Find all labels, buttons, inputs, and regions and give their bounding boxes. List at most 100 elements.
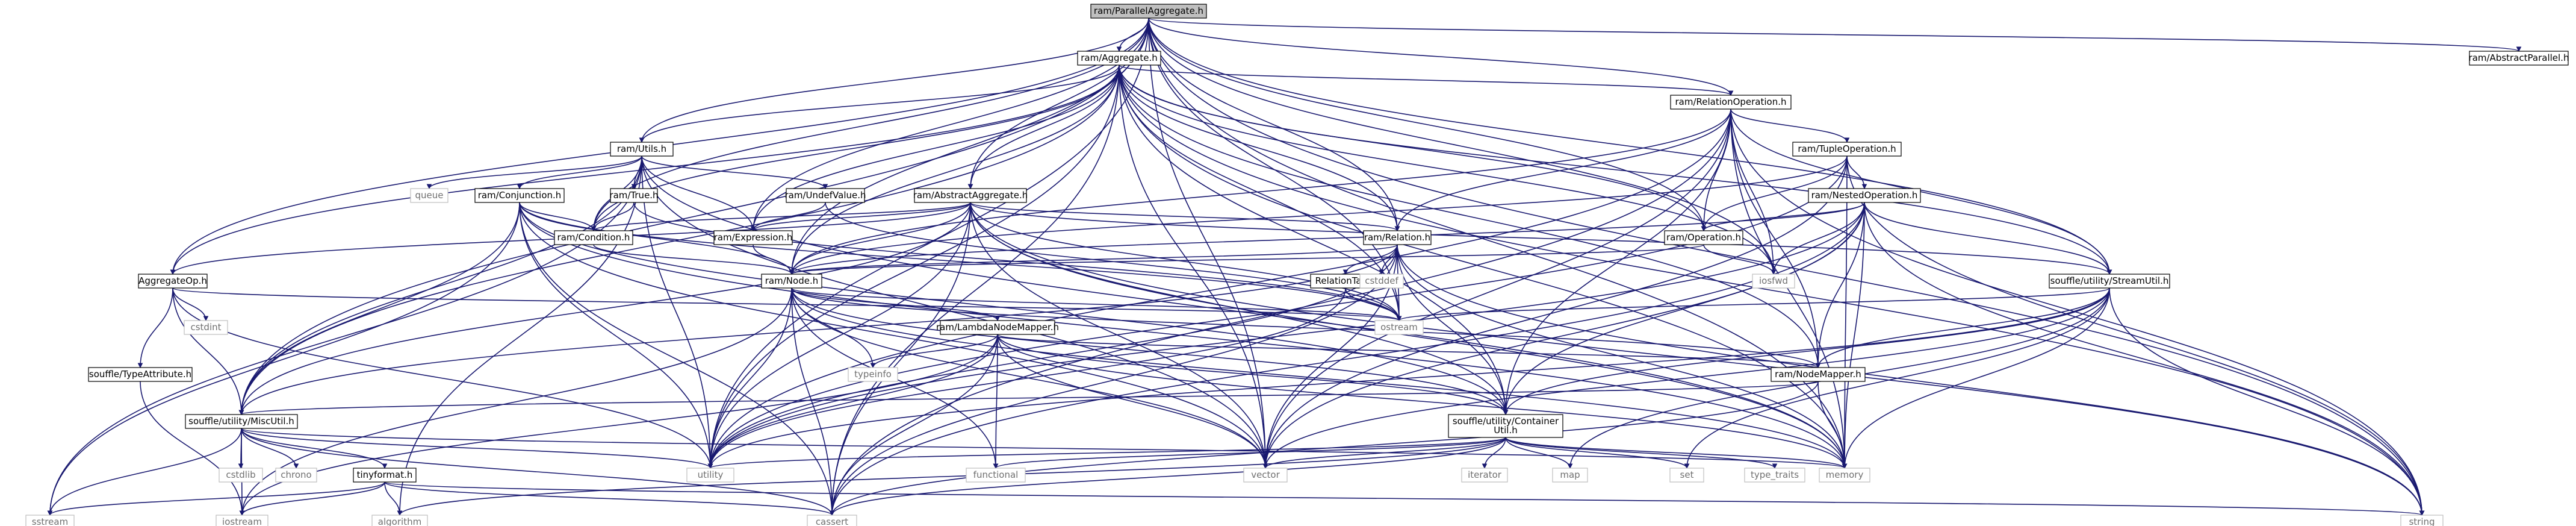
- node-aggregate[interactable]: ram/Aggregate.h: [1077, 51, 1161, 66]
- edge-tinyformat-to-sstream: [49, 481, 385, 516]
- node-label-containerutil: souffle/utility/Container: [1453, 416, 1559, 427]
- edge-miscutil-to-cassert: [241, 428, 833, 516]
- arrowhead-containerutil-to-iterator: [1482, 463, 1488, 469]
- edge-streamutil-to-set: [1686, 287, 2110, 469]
- arrowhead-absagg-to-relation: [1394, 226, 1400, 232]
- node-label-utils: ram/Utils.h: [617, 143, 666, 154]
- node-relation[interactable]: ram/Relation.h: [1363, 230, 1432, 245]
- node-box-aggregate: [1077, 51, 1161, 66]
- node-algorithm: algorithm: [371, 515, 428, 526]
- node-box-miscutil: [185, 414, 298, 429]
- edge-nestedop-to-nodemapper: [1817, 202, 1865, 368]
- node-label-typeattribute: souffle/TypeAttribute.h: [89, 369, 191, 380]
- node-utils[interactable]: ram/Utils.h: [610, 142, 674, 157]
- edge-tinyformat-to-iostream: [241, 481, 385, 516]
- edge-relop-to-memory: [1730, 108, 1845, 469]
- node-box-iterator: [1461, 468, 1508, 483]
- arrowhead-tinyformat-to-algorithm: [397, 510, 403, 516]
- edge-conjunction-to-vector: [519, 202, 1266, 469]
- arrowhead-aggregateop-to-typeattribute: [137, 363, 143, 369]
- arrowhead-aggregate-to-relop: [1728, 90, 1734, 96]
- node-typeinfo: typeinfo: [848, 367, 898, 382]
- node-relop[interactable]: ram/RelationOperation.h: [1670, 95, 1792, 110]
- arrowhead-operation-to-node: [789, 269, 795, 275]
- node-ostream: ostream: [1374, 320, 1424, 335]
- edge-utils-to-undefvalue: [641, 155, 826, 189]
- node-label-containerutil: Util.h: [1494, 425, 1517, 436]
- node-nodemapper[interactable]: ram/NodeMapper.h: [1771, 367, 1866, 382]
- node-root[interactable]: ram/ParallelAggregate.h: [1090, 4, 1207, 19]
- edge-root-to-absagg: [970, 17, 1149, 189]
- node-streamutil[interactable]: souffle/utility/StreamUtil.h: [2049, 274, 2170, 289]
- node-box-ostream: [1374, 320, 1424, 335]
- edge-containerutil-to-utility: [710, 437, 1506, 469]
- node-box-iosfwd: [1752, 274, 1795, 289]
- node-label-condition: ram/Condition.h: [557, 232, 630, 243]
- node-node[interactable]: ram/Node.h: [761, 274, 822, 289]
- node-cstdlib: cstdlib: [219, 468, 263, 483]
- node-tinyformat[interactable]: tinyformat.h: [353, 468, 417, 483]
- node-box-conjunction: [474, 188, 565, 203]
- node-box-tinyformat: [353, 468, 417, 483]
- node-operation[interactable]: ram/Operation.h: [1664, 230, 1743, 245]
- edge-root-to-abstractparallel: [1148, 17, 2519, 52]
- node-box-memory: [1819, 468, 1870, 483]
- edge-aggregate-to-ostream: [1119, 64, 1400, 321]
- node-miscutil[interactable]: souffle/utility/MiscUtil.h: [185, 414, 298, 429]
- node-box-root: [1090, 4, 1207, 19]
- arrowhead-tinyformat-to-iostream: [239, 510, 245, 516]
- node-true[interactable]: ram/True.h: [609, 188, 659, 203]
- edge-absagg-to-vector: [970, 202, 1266, 469]
- node-label-memory: memory: [1826, 469, 1864, 480]
- node-label-type_traits: type_traits: [1751, 469, 1799, 481]
- node-typeattribute[interactable]: souffle/TypeAttribute.h: [88, 367, 193, 382]
- edge-utils-to-conjunction: [519, 155, 642, 189]
- node-absagg[interactable]: ram/AbstractAggregate.h: [913, 188, 1028, 203]
- edge-containerutil-to-cassert: [831, 437, 1506, 516]
- node-conjunction[interactable]: ram/Conjunction.h: [474, 188, 565, 203]
- node-condition[interactable]: ram/Condition.h: [554, 230, 633, 245]
- node-label-chrono: chrono: [281, 469, 311, 480]
- edge-tupleop-to-node: [791, 155, 1848, 275]
- arrowhead-containerutil-to-type_traits: [1772, 463, 1778, 469]
- node-expression[interactable]: ram/Expression.h: [713, 230, 793, 245]
- node-chrono: chrono: [275, 468, 317, 483]
- edge-aggregate-to-aggregateop: [172, 64, 1120, 275]
- edge-containerutil-to-functional: [995, 437, 1506, 469]
- edge-nestedop-to-memory: [1844, 202, 1865, 469]
- node-tupleop[interactable]: ram/TupleOperation.h: [1792, 142, 1902, 157]
- edge-root-to-vector: [1148, 17, 1266, 469]
- edge-node-to-ostream: [791, 287, 1400, 321]
- edge-utils-to-utility: [641, 155, 711, 469]
- node-label-streamutil: souffle/utility/StreamUtil.h: [2050, 275, 2169, 286]
- node-label-cassert: cassert: [816, 516, 848, 526]
- edge-root-to-miscutil: [241, 17, 1149, 415]
- node-box-streamutil: [2049, 274, 2170, 289]
- edge-lambdamapper-to-iostream: [241, 334, 998, 516]
- edge-node-to-typeinfo: [791, 287, 874, 368]
- node-iostream: iostream: [216, 515, 268, 526]
- edge-lambdamapper-to-nodemapper: [997, 334, 1819, 368]
- node-undefvalue[interactable]: ram/UndefValue.h: [784, 188, 866, 203]
- node-abstractparallel[interactable]: ram/AbstractParallel.h: [2469, 51, 2569, 66]
- arrowhead-utils-to-conjunction: [517, 184, 523, 190]
- node-box-typeattribute: [88, 367, 193, 382]
- node-box-vector: [1243, 468, 1288, 483]
- edge-typeattribute-to-iostream: [140, 381, 243, 516]
- node-aggregateop[interactable]: AggregateOp.h: [138, 274, 208, 289]
- edge-absagg-to-streamutil: [970, 202, 2110, 275]
- node-box-node: [761, 274, 822, 289]
- node-lambdamapper[interactable]: ram/LambdaNodeMapper.h: [936, 320, 1059, 335]
- arrowhead-nodemapper-to-miscutil: [238, 410, 244, 416]
- edge-miscutil-to-utility: [241, 428, 711, 469]
- node-label-root: ram/ParallelAggregate.h: [1094, 5, 1203, 16]
- node-nestedop[interactable]: ram/NestedOperation.h: [1808, 188, 1921, 203]
- edge-relop-to-iosfwd: [1730, 108, 1774, 275]
- edge-nodemapper-to-miscutil: [241, 381, 1819, 415]
- node-memory: memory: [1819, 468, 1870, 483]
- node-vector: vector: [1243, 468, 1288, 483]
- edge-containerutil-to-vector: [1265, 437, 1506, 469]
- edge-root-to-iosfwd: [1148, 17, 1774, 275]
- arrowhead-containerutil-to-map: [1567, 463, 1573, 469]
